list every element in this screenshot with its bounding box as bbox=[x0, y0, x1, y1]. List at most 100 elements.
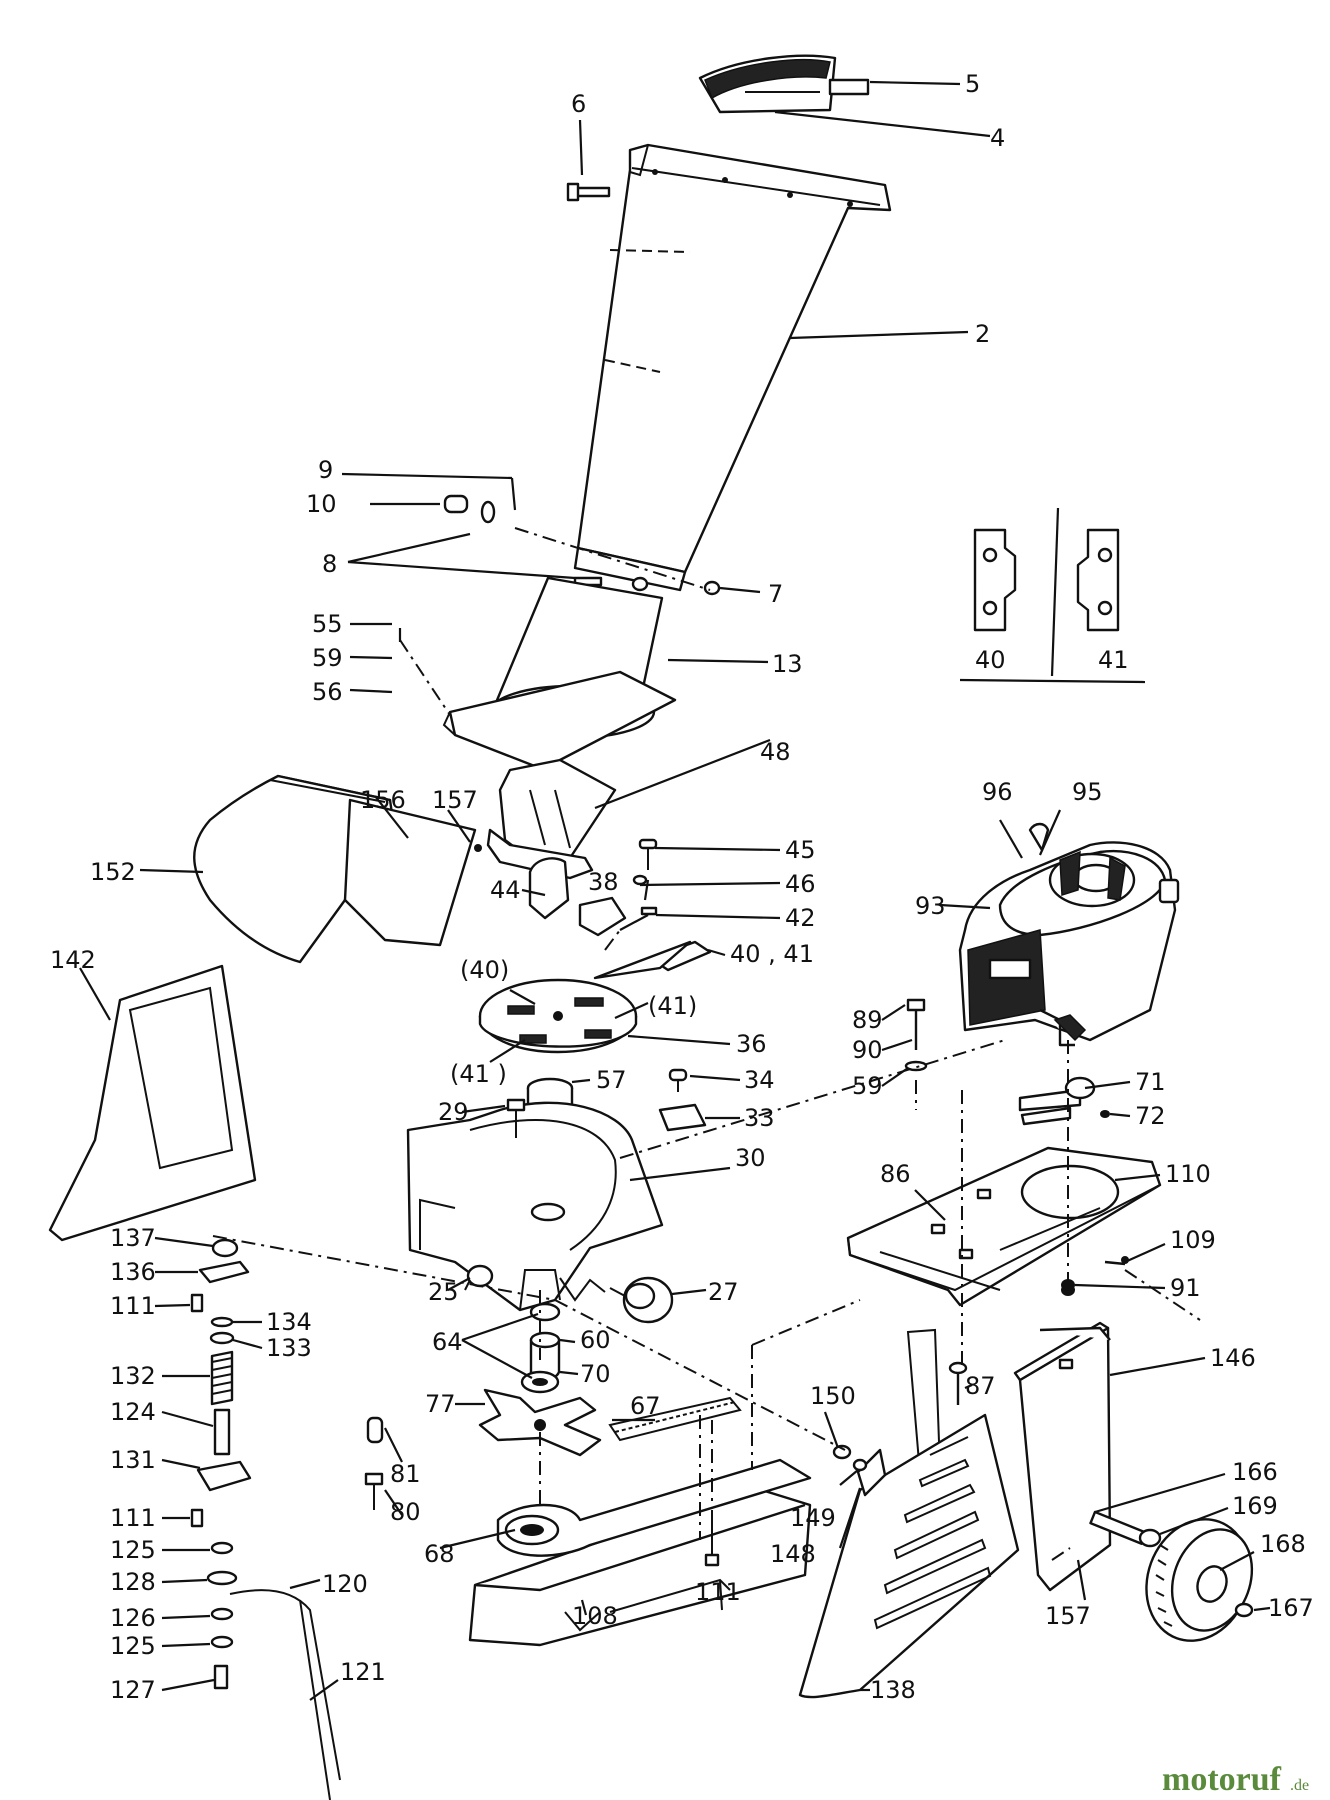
label-110: 110 bbox=[1165, 1160, 1211, 1188]
label-33: 33 bbox=[744, 1104, 775, 1132]
bracket-71 bbox=[1018, 1076, 1110, 1126]
label-111-b: 111 bbox=[110, 1504, 156, 1532]
label-59: 59 bbox=[312, 644, 343, 672]
label-60: 60 bbox=[580, 1326, 611, 1354]
axle bbox=[1089, 1510, 1162, 1548]
label-2: 2 bbox=[975, 320, 990, 348]
label-40-41: 40 , 41 bbox=[730, 940, 814, 968]
label-25: 25 bbox=[428, 1278, 459, 1306]
bolt-87 bbox=[948, 1361, 968, 1405]
label-8: 8 bbox=[322, 550, 337, 578]
label-127: 127 bbox=[110, 1676, 156, 1704]
label-71: 71 bbox=[1135, 1068, 1166, 1096]
watermark-brand: motoruf bbox=[1162, 1761, 1282, 1798]
label-46: 46 bbox=[785, 870, 816, 898]
grill-panel bbox=[798, 1413, 1020, 1699]
label-38: 38 bbox=[588, 868, 619, 896]
label-34: 34 bbox=[744, 1066, 775, 1094]
label-67: 67 bbox=[630, 1392, 661, 1420]
label-44: 44 bbox=[490, 876, 521, 904]
label-59-b: 59 bbox=[852, 1072, 883, 1100]
label-41-detail: 41 bbox=[1098, 646, 1129, 674]
label-148: 148 bbox=[770, 1540, 816, 1568]
wheel bbox=[1145, 1518, 1254, 1642]
label-68: 68 bbox=[424, 1540, 455, 1568]
label-30: 30 bbox=[735, 1144, 766, 1172]
label-157-b: 157 bbox=[1045, 1602, 1091, 1630]
label-136: 136 bbox=[110, 1258, 156, 1286]
label-125-a: 125 bbox=[110, 1536, 156, 1564]
label-156: 156 bbox=[360, 786, 406, 814]
label-111-c: 111 bbox=[695, 1578, 741, 1606]
cable bbox=[229, 1589, 341, 1800]
label-120: 120 bbox=[322, 1570, 368, 1598]
label-9: 9 bbox=[318, 456, 333, 484]
label-72: 72 bbox=[1135, 1102, 1166, 1130]
label-128: 128 bbox=[110, 1568, 156, 1596]
label-40-detail: 40 bbox=[975, 646, 1006, 674]
pulley-spider bbox=[478, 1388, 602, 1457]
label-81: 81 bbox=[390, 1460, 421, 1488]
label-150: 150 bbox=[810, 1382, 856, 1410]
hopper-box bbox=[193, 774, 482, 964]
belt-frame bbox=[468, 1396, 812, 1647]
leader-lines bbox=[79, 80, 1271, 1701]
label-77: 77 bbox=[425, 1390, 456, 1418]
discharge-chute bbox=[573, 143, 892, 592]
label-27: 27 bbox=[708, 1278, 739, 1306]
label-93: 93 bbox=[915, 892, 946, 920]
alignment-lines bbox=[212, 527, 1201, 1561]
bolts-80-81 bbox=[364, 1416, 384, 1510]
knife-parts bbox=[528, 838, 712, 980]
label-86: 86 bbox=[880, 1160, 911, 1188]
screws-91-109 bbox=[1061, 1260, 1126, 1291]
label-paren-40: (40) bbox=[460, 956, 509, 984]
label-169: 169 bbox=[1232, 1492, 1278, 1520]
bearing-stack bbox=[520, 1302, 561, 1394]
label-109: 109 bbox=[1170, 1226, 1216, 1254]
label-96: 96 bbox=[982, 778, 1013, 806]
label-87: 87 bbox=[965, 1372, 996, 1400]
label-125-b: 125 bbox=[110, 1632, 156, 1660]
label-131: 131 bbox=[110, 1446, 156, 1474]
part-labels: 5 4 6 2 9 10 8 7 13 55 59 56 48 156 157 … bbox=[50, 70, 1314, 1704]
knife-detail bbox=[959, 507, 1146, 684]
label-157: 157 bbox=[432, 786, 478, 814]
rotor-disc bbox=[478, 978, 638, 1054]
label-90: 90 bbox=[852, 1036, 883, 1064]
label-133: 133 bbox=[266, 1334, 312, 1362]
knob-27 bbox=[609, 1276, 674, 1324]
engine bbox=[958, 822, 1180, 1047]
label-134: 134 bbox=[266, 1308, 312, 1336]
watermark-logo: motoruf .de bbox=[1162, 1761, 1309, 1798]
screw-29 bbox=[506, 1098, 526, 1138]
watermark-tld: .de bbox=[1290, 1777, 1309, 1794]
label-142: 142 bbox=[50, 946, 96, 974]
label-5: 5 bbox=[965, 70, 980, 98]
label-paren-41-b: (41 ) bbox=[450, 1060, 507, 1088]
label-29: 29 bbox=[438, 1098, 469, 1126]
chute-hardware bbox=[443, 494, 721, 596]
label-149: 149 bbox=[790, 1504, 836, 1532]
label-paren-41-a: (41) bbox=[648, 992, 697, 1020]
left-side-panel bbox=[48, 964, 257, 1242]
deflector-flap bbox=[698, 54, 870, 114]
label-91: 91 bbox=[1170, 1274, 1201, 1302]
label-10: 10 bbox=[306, 490, 337, 518]
label-48: 48 bbox=[760, 738, 791, 766]
label-166: 166 bbox=[1232, 1458, 1278, 1486]
adjuster-stack bbox=[190, 1238, 252, 1690]
label-137: 137 bbox=[110, 1224, 156, 1252]
label-132: 132 bbox=[110, 1362, 156, 1390]
label-7: 7 bbox=[768, 580, 783, 608]
bolt-89 bbox=[904, 998, 928, 1072]
label-124: 124 bbox=[110, 1398, 156, 1426]
label-89: 89 bbox=[852, 1006, 883, 1034]
screw-6 bbox=[566, 182, 611, 202]
label-168: 168 bbox=[1260, 1530, 1306, 1558]
label-42: 42 bbox=[785, 904, 816, 932]
label-55: 55 bbox=[312, 610, 343, 638]
label-57: 57 bbox=[596, 1066, 627, 1094]
label-70: 70 bbox=[580, 1360, 611, 1388]
